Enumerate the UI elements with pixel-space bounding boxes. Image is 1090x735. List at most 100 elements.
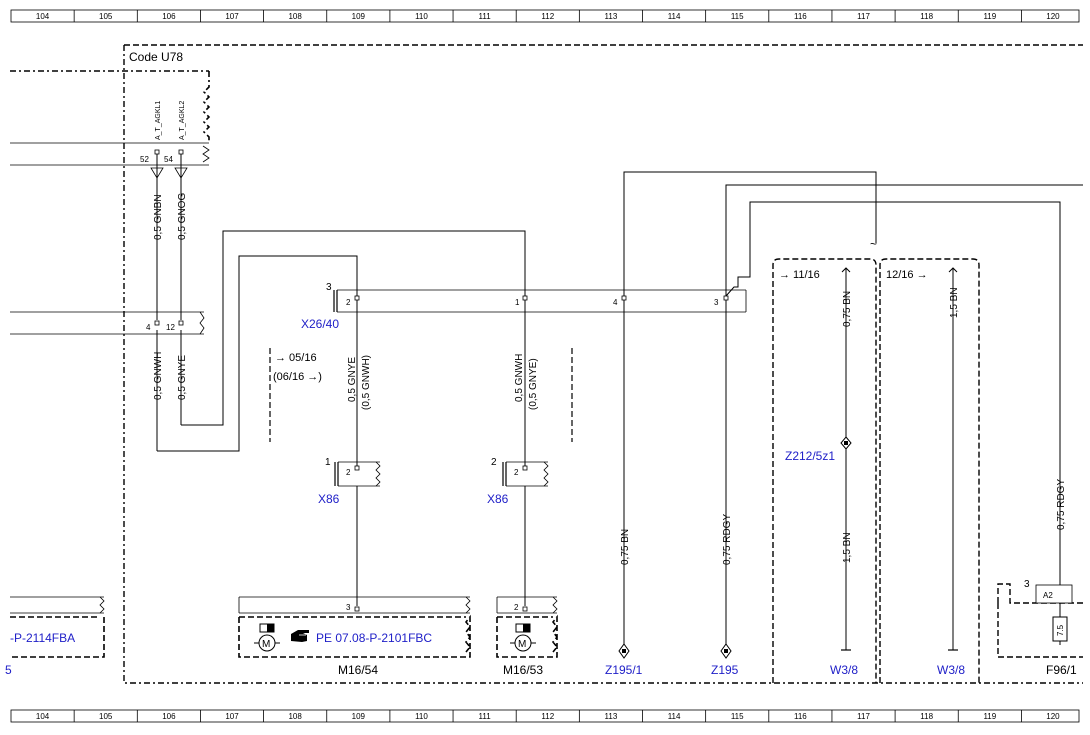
connector-x26-40: 3 4 12 2 1 4 3 X26/40 [10, 282, 747, 335]
x26-pin-12: 12 [166, 323, 175, 332]
date-label-11-16: → 11/16 [779, 269, 820, 281]
ruler-column-120: 120 [1046, 712, 1060, 721]
wire-label-rdgy-075-f96: 0,75 RDGY [1056, 479, 1067, 530]
ruler-column-113: 113 [605, 712, 618, 721]
ruler-column-110: 110 [415, 12, 428, 21]
wires-right: ~ 0,75 BN 0,75 RDGY Z195/1 Z195 [605, 171, 1083, 677]
pe-07-08-link[interactable]: PE 07.08-P-2101FBC [316, 631, 432, 645]
wire-label-bn-075-w3-8: 0,75 BN [842, 291, 853, 327]
x86-left-link[interactable]: X86 [318, 492, 340, 506]
z195-1-link[interactable]: Z195/1 [605, 663, 643, 677]
ruler-column-112: 112 [541, 712, 554, 721]
ruler-column-116: 116 [794, 712, 807, 721]
fuse-block-f96-1: 0,75 RDGY 3 A2 7.5 F96/1 [997, 479, 1083, 677]
ground-point-icon [618, 643, 630, 659]
ruler-column-111: 111 [479, 12, 492, 21]
ruler-column-107: 107 [225, 12, 239, 21]
x86-right-link[interactable]: X86 [487, 492, 509, 506]
top-left-component: A_T_AGKL1 A_T_AGKL2 52 54 [10, 70, 211, 179]
left-partial-component: -P-2114FBA 5 [5, 596, 105, 677]
connector-x86-right: 2 2 X86 [487, 457, 549, 506]
x26-pin-2: 2 [346, 298, 351, 307]
ruler-column-118: 118 [920, 12, 933, 21]
ruler-column-105: 105 [99, 12, 113, 21]
wires-middle: 0,5 GNYE (0,5 GNWH) 0,5 GNWH (0,5 GNYE) [347, 300, 539, 466]
f96-1-label: F96/1 [1046, 663, 1077, 677]
ruler-column-106: 106 [162, 712, 176, 721]
w3-8-link-a[interactable]: W3/8 [830, 663, 858, 677]
code-u78-label: Code U78 [129, 50, 183, 64]
x26-pin-3: 3 [714, 298, 719, 307]
ruler-column-119: 119 [983, 12, 996, 21]
variant-note: → 05/16 (06/16 →) [269, 348, 573, 442]
svg-text:7.5: 7.5 [1056, 624, 1065, 636]
motor-icon: M [254, 623, 280, 652]
ruler-column-106: 106 [162, 12, 176, 21]
ruler-column-108: 108 [288, 712, 302, 721]
x26-pin-4-left: 4 [146, 323, 151, 332]
x86-left-number: 1 [325, 457, 331, 468]
wire-label-bn-075-z195-1: 0,75 BN [620, 529, 631, 565]
ruler-column-115: 115 [731, 712, 744, 721]
x26-40-link[interactable]: X26/40 [301, 317, 339, 331]
z195-link[interactable]: Z195 [711, 663, 739, 677]
pe-2114fba-link[interactable]: -P-2114FBA [10, 631, 75, 645]
ruler-column-104: 104 [36, 712, 50, 721]
ground-point-icon [720, 643, 732, 659]
variant-until-label: (06/16 →) [273, 371, 322, 383]
motor-icon: M [510, 623, 536, 652]
z212-5z1-link[interactable]: Z212/5z1 [785, 449, 835, 463]
pin-54-label: 54 [164, 155, 173, 164]
ruler-column-118: 118 [920, 712, 933, 721]
wires-left: 0,5 GNBN 0,5 GNOG 0,5 GNWH 0,5 GNYE [153, 154, 526, 452]
ruler-column-110: 110 [415, 712, 428, 721]
w3-8-link-b[interactable]: W3/8 [937, 663, 965, 677]
ruler-column-107: 107 [225, 712, 239, 721]
ruler-column-117: 117 [857, 12, 870, 21]
m16-53-pin: 2 [514, 603, 519, 612]
code-u78-group: Code U78 [123, 44, 1083, 684]
connector-x86-left: 2 1 X86 [318, 457, 381, 506]
ruler-column-115: 115 [731, 12, 744, 21]
x86-left-pin: 2 [346, 468, 351, 477]
ruler-column-109: 109 [352, 712, 366, 721]
date-label-12-16: 12/16 → [886, 269, 928, 281]
ruler-column-114: 114 [668, 12, 681, 21]
fuse-icon: 7.5 [1052, 616, 1068, 642]
wire-label-gnog: 0,5 GNOG [177, 193, 188, 240]
ruler-column-113: 113 [605, 12, 618, 21]
signal-label-agkl2: A_T_AGKL2 [179, 101, 186, 140]
bottom-column-ruler: 104 105 106 107 108 109 110 111 112 113 114 115 116 1… [10, 709, 1080, 723]
ruler-column-105: 105 [99, 712, 113, 721]
m16-53-label: M16/53 [503, 663, 543, 677]
m16-54-pin: 3 [346, 603, 351, 612]
f96-number: 3 [1024, 579, 1030, 590]
wire-label-gnwh-right: 0,5 GNWH [514, 354, 525, 402]
x26-pin-1: 1 [515, 298, 520, 307]
splice-point-icon [840, 436, 852, 450]
ruler-column-119: 119 [983, 712, 996, 721]
x86-right-number: 2 [491, 457, 497, 468]
wire-label-gnye-left: 0,5 GNYE [177, 355, 188, 400]
tilde-crossing: ~ [870, 237, 877, 251]
ruler-column-104: 104 [36, 12, 50, 21]
svg-text:M: M [518, 639, 526, 650]
x86-right-pin: 2 [514, 468, 519, 477]
signal-label-agkl1: A_T_AGKL1 [155, 101, 162, 140]
ruler-column-112: 112 [541, 12, 554, 21]
wire-label-rdgy-075-z195: 0,75 RDGY [722, 514, 733, 565]
x26-number: 3 [326, 282, 332, 293]
wire-label-gnye-mid: 0,5 GNYE [347, 357, 358, 402]
ruler-column-111: 111 [479, 712, 492, 721]
motor-m16-53: 2 M M16/53 [496, 596, 559, 677]
ruler-column-114: 114 [668, 712, 681, 721]
left-ground-stub[interactable]: 5 [5, 663, 12, 677]
wire-label-bn-15-w3-8-b: 1,5 BN [949, 287, 960, 318]
m16-54-label: M16/54 [338, 663, 378, 677]
wire-label-gnwh-left: 0,5 GNWH [153, 352, 164, 400]
wire-label-gnwh-alt-mid: (0,5 GNWH) [361, 355, 372, 410]
wire-label-gnbn: 0,5 GNBN [153, 194, 164, 240]
